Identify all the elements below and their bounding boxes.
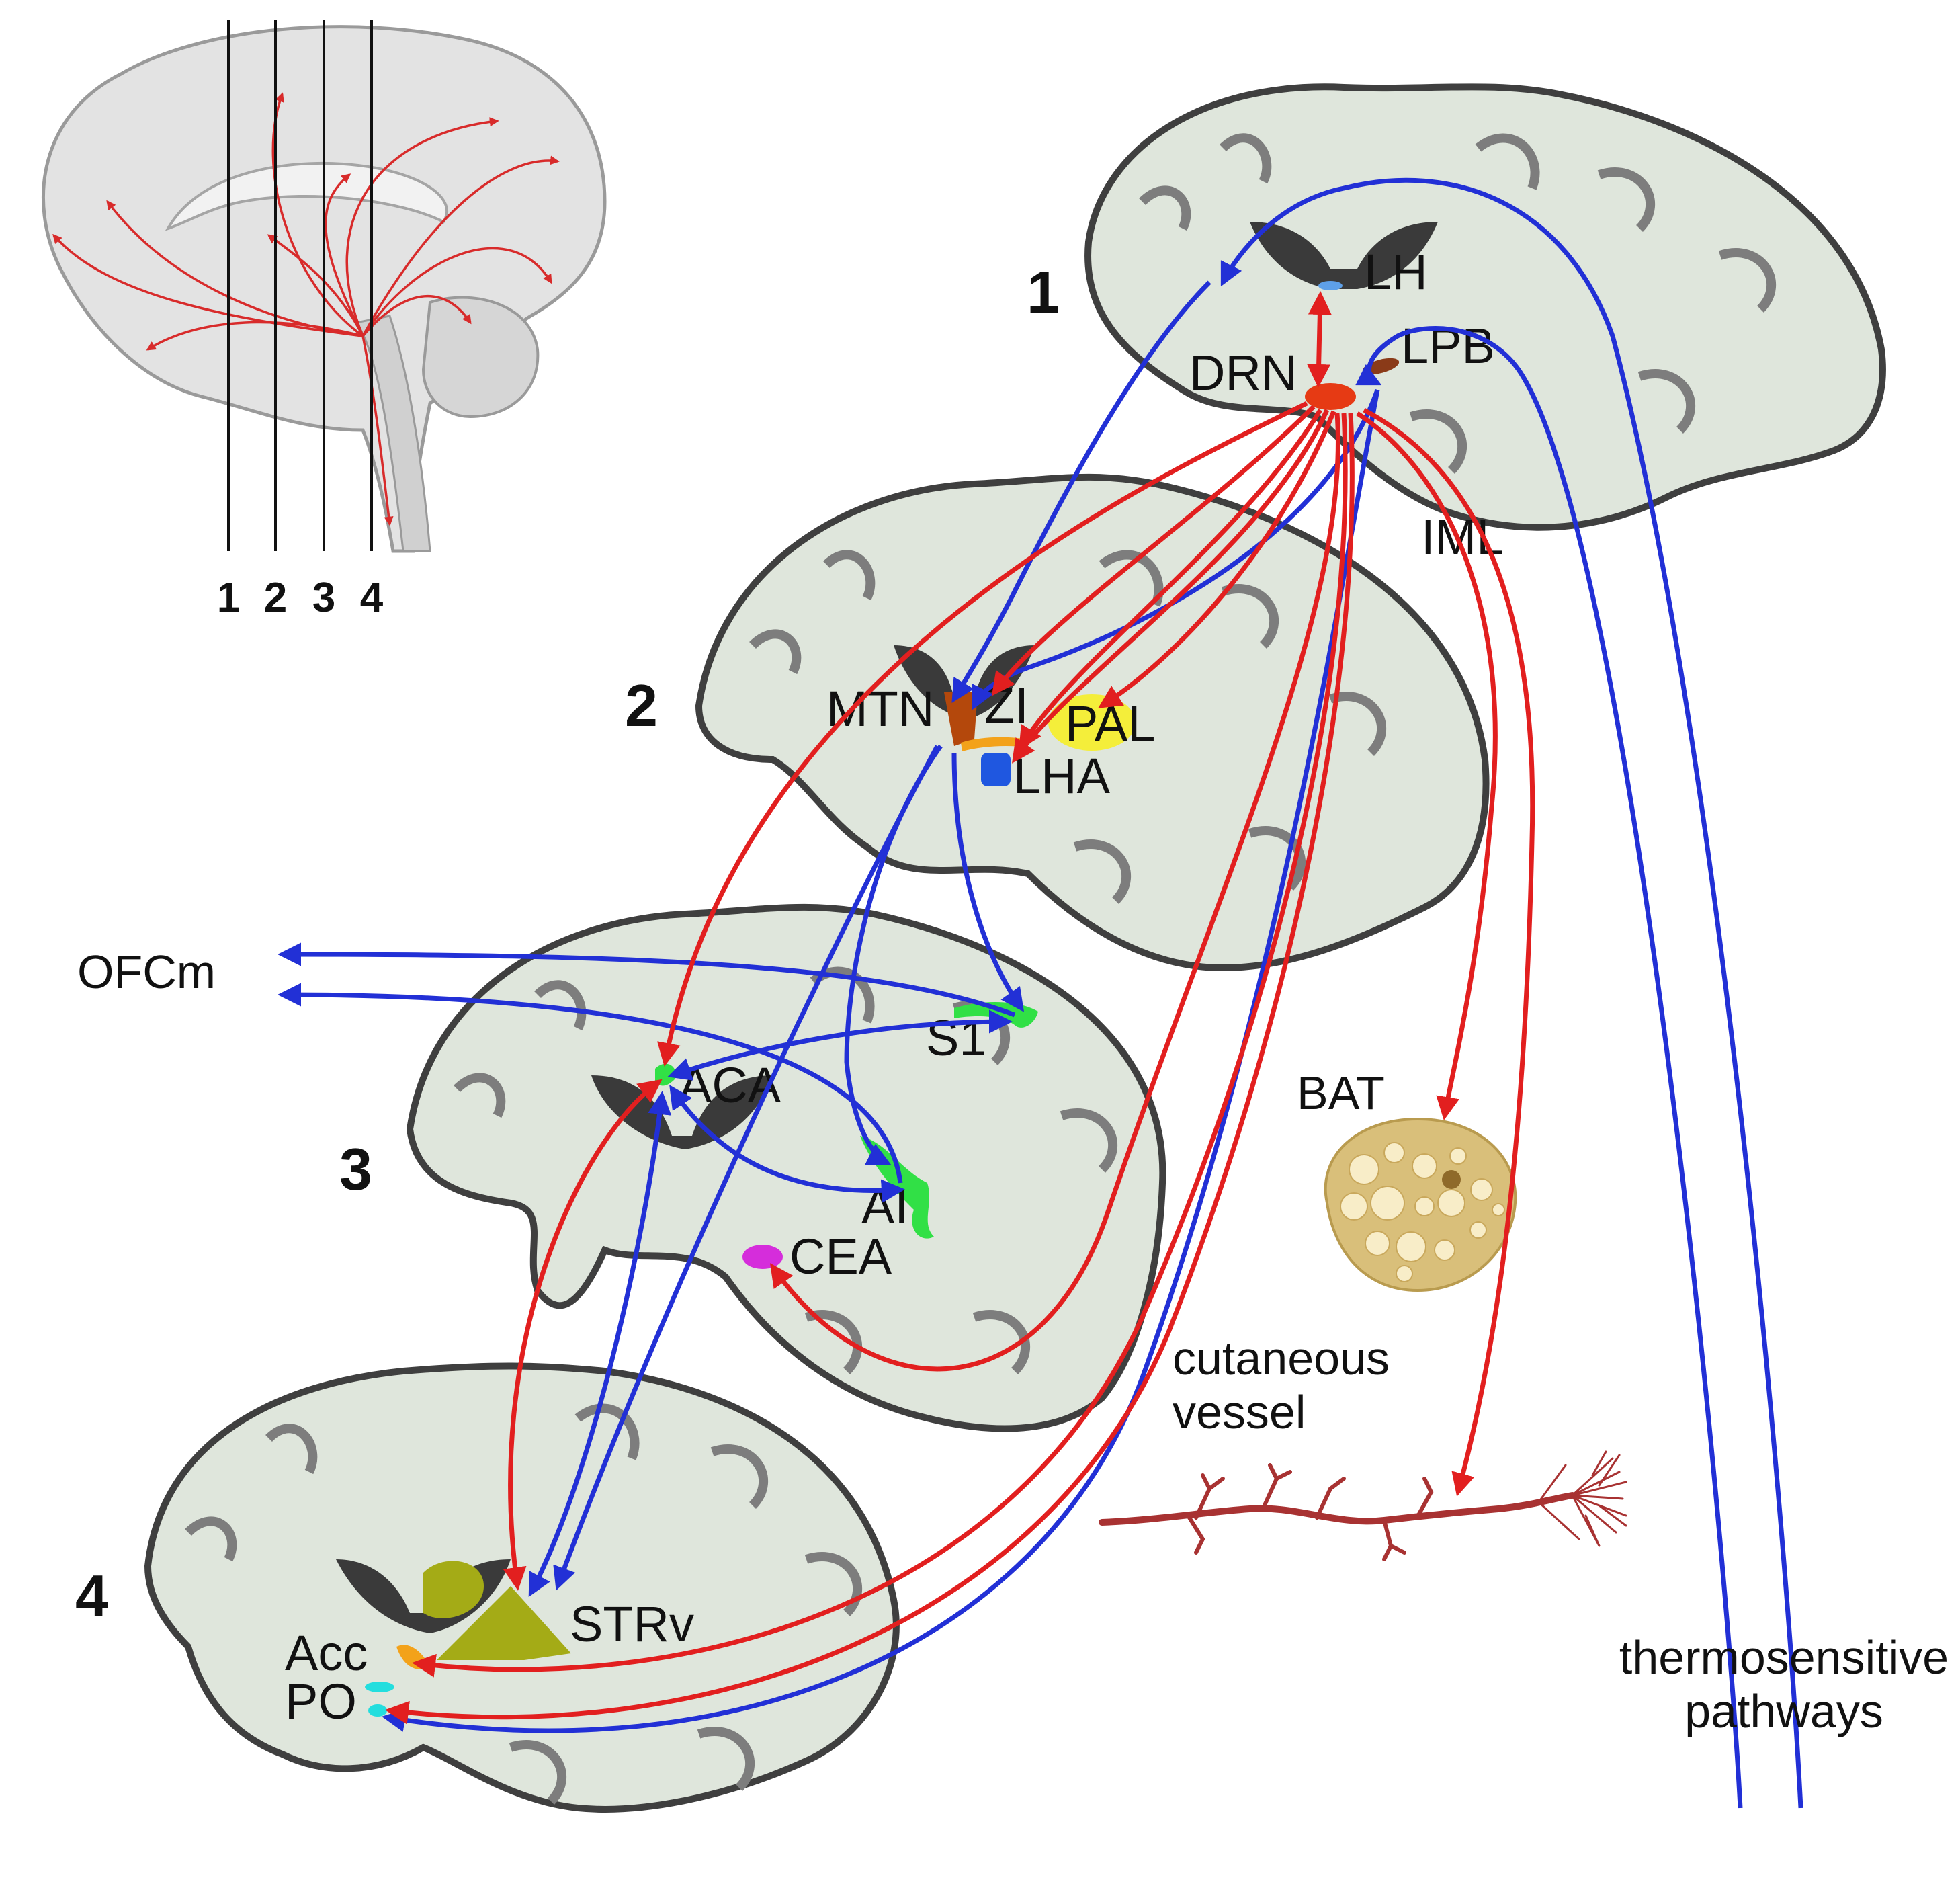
drn-to-po <box>385 413 1355 1725</box>
cutaneous-vessel: cutaneous vessel <box>1099 1332 1627 1561</box>
label-pal: PAL <box>1065 696 1155 751</box>
label-mtn: MTN <box>826 681 934 737</box>
mtn-to-s1 <box>951 752 1025 1012</box>
bat-lipid-droplets <box>1340 1142 1505 1282</box>
pal-region <box>1048 694 1136 751</box>
label-s1: S1 <box>926 1010 987 1066</box>
label-vessel-line2: vessel <box>1173 1386 1306 1438</box>
drn-to-acc <box>412 413 1348 1678</box>
label-lha: LHA <box>1013 748 1111 804</box>
drn-to-vessel <box>1363 407 1535 1497</box>
drn-to-bat <box>1356 411 1498 1120</box>
slice-1-gyri <box>1139 133 1777 474</box>
slice-line-label-4: 4 <box>360 575 384 621</box>
label-ai: AI <box>861 1178 908 1234</box>
label-bat: BAT <box>1297 1067 1385 1119</box>
cerebellum <box>421 296 540 419</box>
label-lpb: LPB <box>1401 318 1495 374</box>
section-number-3: 3 <box>339 1136 372 1202</box>
label-pathways: pathways <box>1685 1685 1883 1737</box>
thermo-to-lh <box>1220 177 1803 1809</box>
bat-tissue: BAT <box>1297 1067 1517 1292</box>
thermo-to-lpb <box>1355 326 1743 1809</box>
drn-to-aca <box>657 401 1308 1067</box>
label-aca: ACA <box>679 1057 781 1113</box>
coronal-slice-4: 4 STRv Acc PO <box>75 1362 900 1813</box>
vessel-trunk <box>1099 1492 1576 1526</box>
label-ofcm: OFCm <box>77 946 216 998</box>
po-region-upper <box>365 1682 394 1692</box>
slice-2-ventricles <box>894 645 1035 719</box>
drn-to-lha <box>1012 409 1330 764</box>
label-drn: DRN <box>1189 345 1297 401</box>
s1-aca <box>667 1009 1013 1081</box>
lpb-to-mtn <box>951 280 1211 704</box>
cea-region <box>742 1245 783 1269</box>
zi-region <box>961 737 1028 751</box>
label-acc: Acc <box>285 1625 368 1681</box>
slice-1-ventricles <box>1250 222 1438 289</box>
strv-upper-region <box>423 1561 484 1618</box>
coronal-slice-3: 3 S1 ACA AI CEA <box>339 903 1166 1432</box>
bat-nucleus <box>1442 1170 1461 1189</box>
aca-ai <box>669 1085 905 1203</box>
drn-to-lh <box>1307 291 1332 388</box>
lpb-to-po <box>382 389 1380 1733</box>
slice-line-label-3: 3 <box>312 575 335 621</box>
label-vessel-line1: cutaneous <box>1173 1332 1390 1385</box>
lha-region <box>981 753 1011 786</box>
slice-2-gyri <box>749 550 1387 904</box>
corpus-callosum <box>165 161 448 231</box>
coronal-slice-1: 1 LH DRN LPB IML <box>1027 83 1886 565</box>
mtn-region <box>944 692 978 746</box>
slice-line-label-1: 1 <box>217 575 240 621</box>
strv-region <box>437 1586 571 1660</box>
drn-to-cea <box>769 413 1340 1372</box>
label-strv: STRv <box>570 1596 694 1652</box>
label-po: PO <box>285 1674 357 1729</box>
s1-to-ofcm-upper <box>278 942 1016 1018</box>
sagittal-brain-diagram: 1 2 3 4 <box>42 20 607 621</box>
drn-to-mtn <box>991 405 1316 696</box>
section-number-1: 1 <box>1027 259 1060 325</box>
drn-to-pal <box>1098 410 1336 708</box>
coronal-slice-2: 2 MTN ZI PAL LHA <box>625 473 1490 972</box>
section-number-4: 4 <box>75 1563 108 1629</box>
red-projections <box>385 291 1535 1725</box>
slice-line-label-2: 2 <box>264 575 287 621</box>
vessel-branches <box>1187 1463 1434 1561</box>
brainstem <box>354 315 431 552</box>
vessel-capillaries <box>1537 1450 1627 1547</box>
po-region-lower <box>368 1704 387 1717</box>
aca-to-strv <box>503 1079 663 1591</box>
section-number-2: 2 <box>625 672 658 739</box>
label-cea: CEA <box>790 1229 892 1284</box>
label-thermosensitive: thermosensitive <box>1619 1631 1949 1684</box>
drn-to-zi <box>1019 409 1322 750</box>
label-lh: LH <box>1364 244 1428 300</box>
lh-region <box>1318 281 1343 290</box>
drn-region <box>1305 383 1356 410</box>
